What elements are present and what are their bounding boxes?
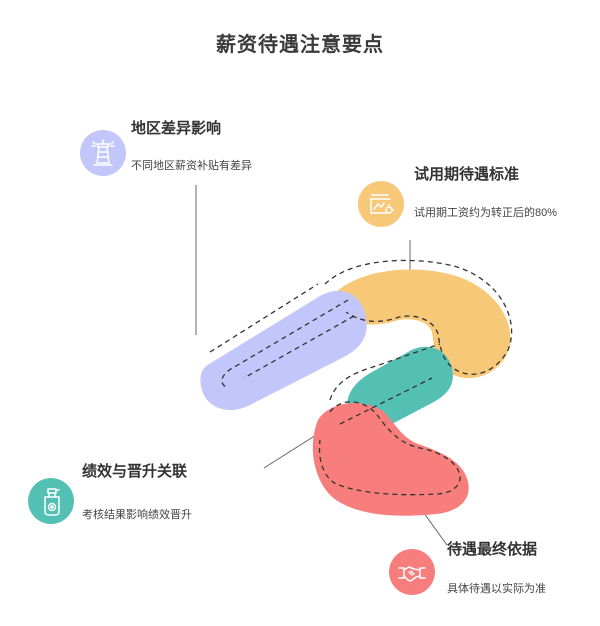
item-title-region: 地区差异影响 bbox=[131, 120, 222, 137]
contract-icon bbox=[369, 194, 395, 214]
lighthouse-icon bbox=[91, 139, 115, 166]
item-desc-region: 不同地区薪资补贴有差异 bbox=[131, 160, 252, 172]
item-desc-performance: 考核结果影响绩效晋升 bbox=[82, 509, 192, 521]
dashed-outline-purple bbox=[221, 299, 355, 389]
item-title-performance: 绩效与晋升关联 bbox=[82, 463, 188, 480]
shape-red bbox=[312, 402, 469, 516]
item-title-final: 待遇最终依据 bbox=[447, 541, 538, 558]
shape-purple bbox=[200, 290, 367, 411]
icon-circle-final bbox=[389, 549, 435, 595]
dashed-outline-purple-top bbox=[209, 283, 319, 353]
page-title: 薪资待遇注意要点 bbox=[216, 34, 384, 56]
dashed-outline-red bbox=[318, 401, 461, 496]
icon-circle-region bbox=[80, 130, 126, 176]
dashed-outline-teal bbox=[329, 343, 441, 425]
item-desc-final: 具体待遇以实际为准 bbox=[447, 583, 546, 595]
spray-bottle-icon bbox=[44, 488, 60, 516]
shape-yellow bbox=[332, 269, 511, 379]
icon-circle-performance bbox=[28, 478, 74, 524]
item-desc-probation: 试用期工资约为转正后的80% bbox=[414, 207, 558, 219]
dashed-outline-yellow bbox=[324, 259, 513, 375]
handshake-icon bbox=[398, 566, 426, 582]
item-title-probation: 试用期待遇标准 bbox=[414, 166, 520, 183]
icon-circle-probation bbox=[358, 181, 404, 227]
